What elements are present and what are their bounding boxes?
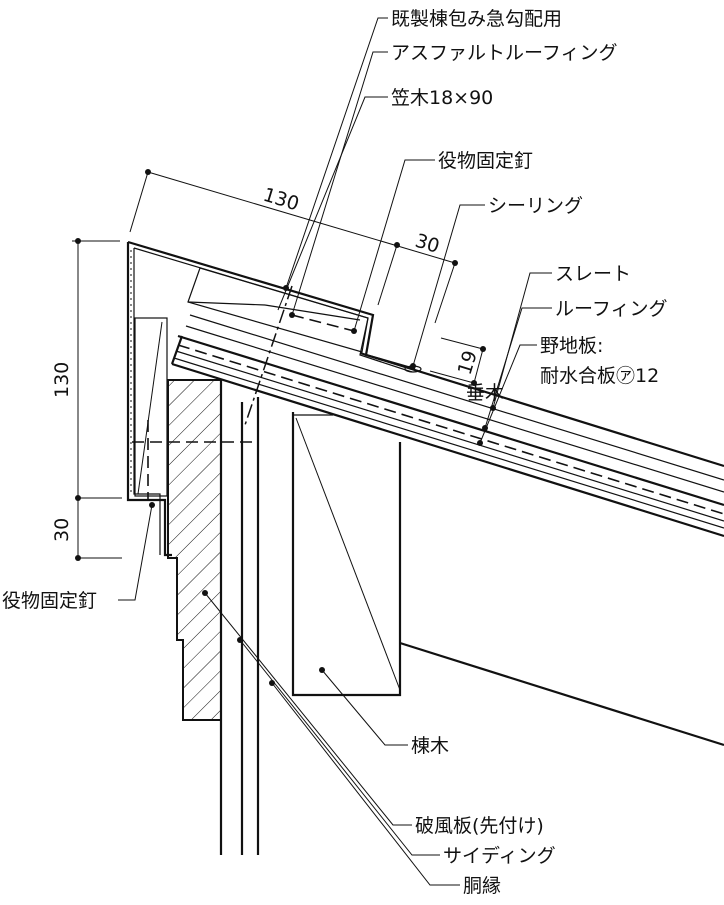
roof-layers (170, 314, 724, 538)
label-nail-upper: 役物固定釘 (438, 150, 533, 172)
dim-thickness-19: 19 (454, 348, 482, 378)
label-furring: 胴縁 (463, 875, 501, 897)
roofing-dashed-line (177, 344, 724, 515)
label-ridge-cover: 既製棟包み急勾配用 (391, 8, 562, 30)
sheathing-bottom-line (173, 357, 724, 529)
label-sheathing-2: 耐水合板㋐12 (540, 365, 659, 387)
roofing-line (185, 325, 724, 493)
trim-board (134, 317, 168, 497)
label-slate: スレート (555, 263, 631, 285)
label-sealing: シーリング (488, 195, 583, 217)
upper-nail-line (291, 314, 355, 332)
label-sheathing-1: 野地板: (540, 335, 603, 357)
label-bargeboard: 破風板(先付け) (415, 815, 544, 837)
label-ridge-beam: 棟木 (411, 735, 449, 757)
label-roofing: ルーフィング (555, 298, 667, 320)
sheathing-line (175, 350, 724, 522)
slate-bottom-line (189, 314, 724, 481)
label-nail-left: 役物固定釘 (2, 590, 97, 612)
labels: 既製棟包み急勾配用 アスファルトルーフィング 笠木18×90 役物固定釘 シーリ… (2, 8, 667, 897)
dim-side-30: 30 (51, 518, 73, 542)
dim-top-130: 130 (261, 184, 302, 216)
rafter-bottom-line (399, 641, 724, 747)
bargeboard-section (167, 379, 222, 721)
label-siding: サイディング (443, 845, 556, 867)
roof-layers-end-line (170, 335, 184, 365)
ridge-beam-section (291, 412, 402, 697)
label-asphalt-roofing: アスファルトルーフィング (391, 42, 617, 64)
leader-lines (118, 17, 552, 886)
nail-centerline (244, 285, 293, 426)
sheathing-top-line (177, 334, 724, 507)
rafter-top-line (171, 362, 724, 538)
wall-members (219, 380, 260, 855)
label-kasagi: 笠木18×90 (391, 87, 493, 109)
dim-side-130: 130 (51, 362, 73, 398)
slate-top-line (359, 351, 724, 468)
ridge-cover-metal (126, 240, 422, 557)
dim-top-30: 30 (413, 230, 443, 258)
dimension-left: 130 30 (51, 238, 122, 561)
label-rafter: 垂木 (466, 382, 504, 404)
